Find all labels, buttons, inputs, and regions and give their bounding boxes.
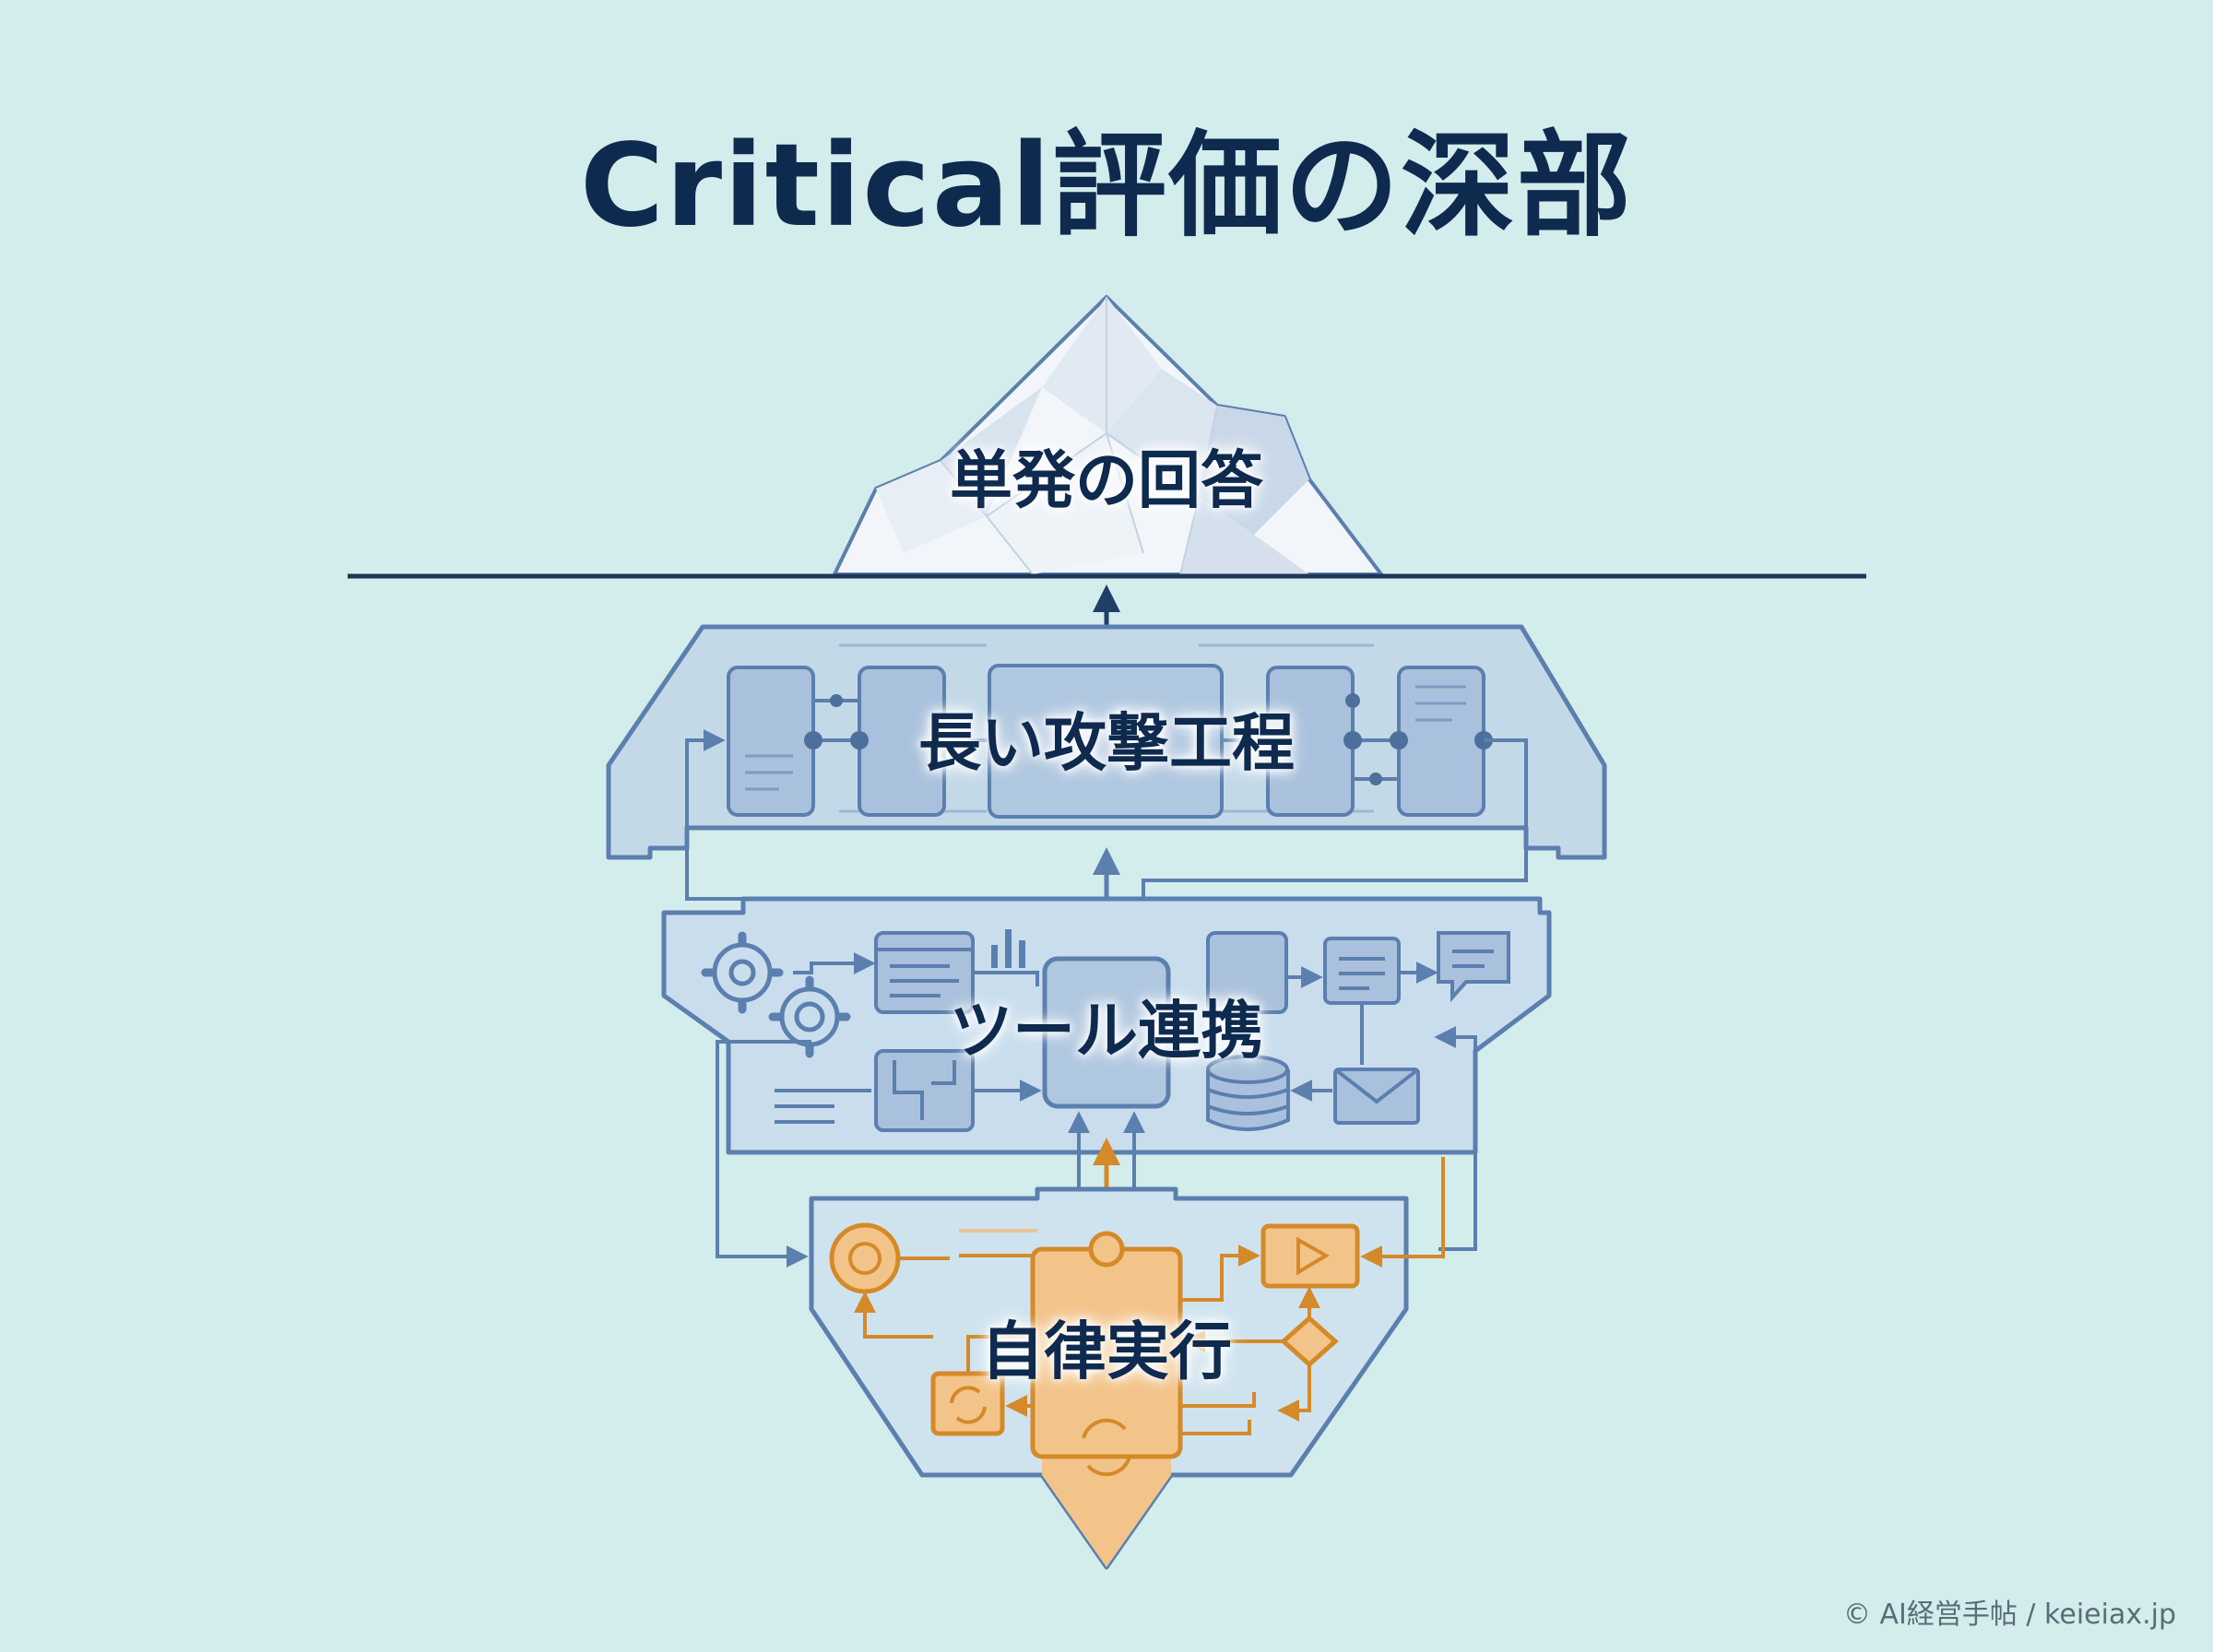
layer-label-tool-integration: ツール連携 — [949, 995, 1264, 1068]
layer-label-autonomous-execution: 自律実行 — [980, 1316, 1233, 1389]
attack-chain-layer — [606, 624, 1607, 959]
credit-text: © AI経営手帖 / keieiax.jp — [1842, 1599, 2176, 1631]
layer-label-attack-chain: 長い攻撃工程 — [917, 707, 1296, 781]
tool-integration-layer — [661, 896, 1552, 1268]
autonomous-execution-layer — [809, 1157, 1445, 1570]
layer-label-surface: 単発の回答 — [949, 444, 1264, 518]
iceberg-tip — [833, 295, 1383, 576]
page-title: Critical評価の深部 — [579, 120, 1634, 253]
